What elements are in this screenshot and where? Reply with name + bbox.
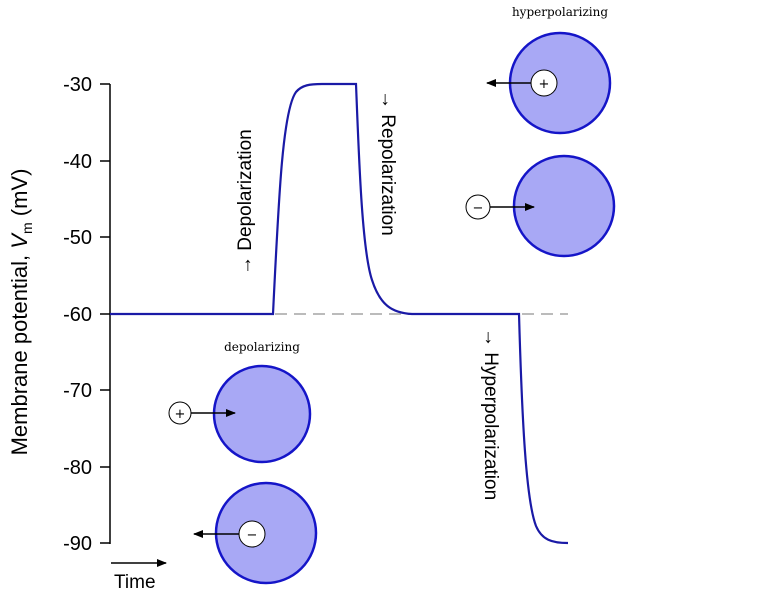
y-axis-label-sub: m	[19, 222, 35, 234]
time-label: Time	[114, 572, 156, 593]
y-axis-ticks	[100, 83, 110, 544]
hyperpolarization-label: → Hyperpolarization	[480, 328, 501, 500]
repolarization-label: → Repolarization	[377, 90, 398, 236]
y-axis-label-var: V	[7, 232, 32, 249]
y-tick-label: -30	[63, 74, 92, 96]
y-tick-label: -90	[63, 533, 92, 555]
hyperpolarizing-cell-bottom	[512, 154, 616, 258]
depolarizing-inset: depolarizing + −	[168, 340, 318, 585]
y-axis-tick-labels: -30 -40 -50 -60 -70 -80 -90	[63, 74, 92, 555]
negative-ion-sign: −	[473, 201, 484, 216]
y-tick-label: -70	[63, 380, 92, 402]
negative-ion-sign: −	[247, 528, 258, 543]
positive-ion-sign: +	[175, 407, 186, 422]
y-axis-label: Membrane potential, Vm (mV)	[7, 169, 35, 456]
y-tick-label: -40	[63, 151, 92, 173]
y-tick-label: -60	[63, 304, 92, 326]
hyperpolarizing-inset: hyperpolarizing + −	[465, 5, 616, 258]
y-axis-label-main: Membrane potential,	[7, 249, 32, 456]
membrane-potential-trace	[110, 82, 569, 545]
y-tick-label: -80	[63, 457, 92, 479]
depolarizing-cell-bottom	[214, 481, 318, 585]
y-tick-label: -50	[63, 227, 92, 249]
hyperpolarizing-title: hyperpolarizing	[512, 5, 608, 19]
positive-ion-sign: +	[539, 77, 550, 92]
y-axis-label-unit: (mV)	[7, 169, 32, 223]
depolarization-label: → Depolarization	[235, 129, 256, 275]
depolarizing-cell-top	[212, 364, 312, 464]
depolarizing-title: depolarizing	[224, 340, 300, 354]
